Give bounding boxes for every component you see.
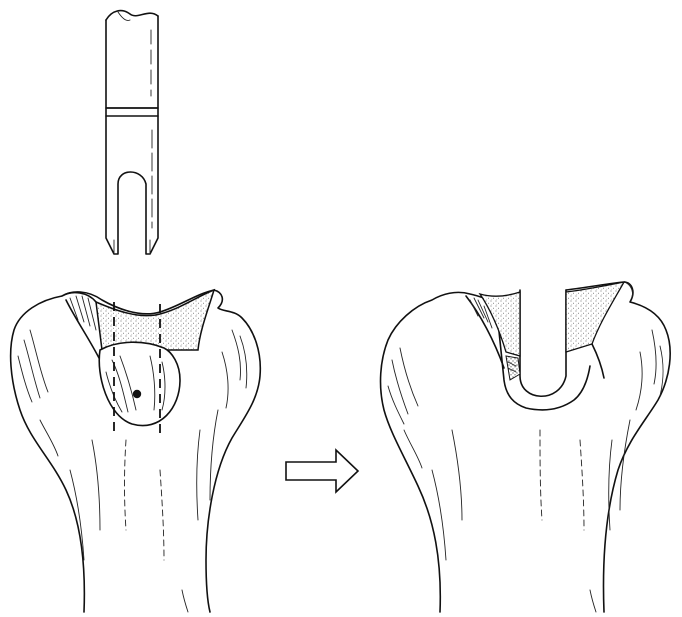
- process-arrow: [286, 450, 358, 492]
- bone-before: [11, 290, 261, 612]
- chisel-collar: [106, 108, 158, 116]
- bone-after-outline-left: [381, 292, 496, 612]
- chisel-shaft-top: [106, 11, 158, 20]
- entry-point-marker: [133, 390, 141, 398]
- cut-surface-right: [566, 282, 624, 352]
- cut-slot: [520, 290, 566, 396]
- chisel-blade: [106, 116, 158, 254]
- chisel-shaft: [106, 16, 158, 108]
- arrow-right-icon: [286, 450, 358, 492]
- chisel: [106, 11, 158, 254]
- intercondylar-notch: [99, 342, 180, 425]
- bone-after: [381, 282, 671, 612]
